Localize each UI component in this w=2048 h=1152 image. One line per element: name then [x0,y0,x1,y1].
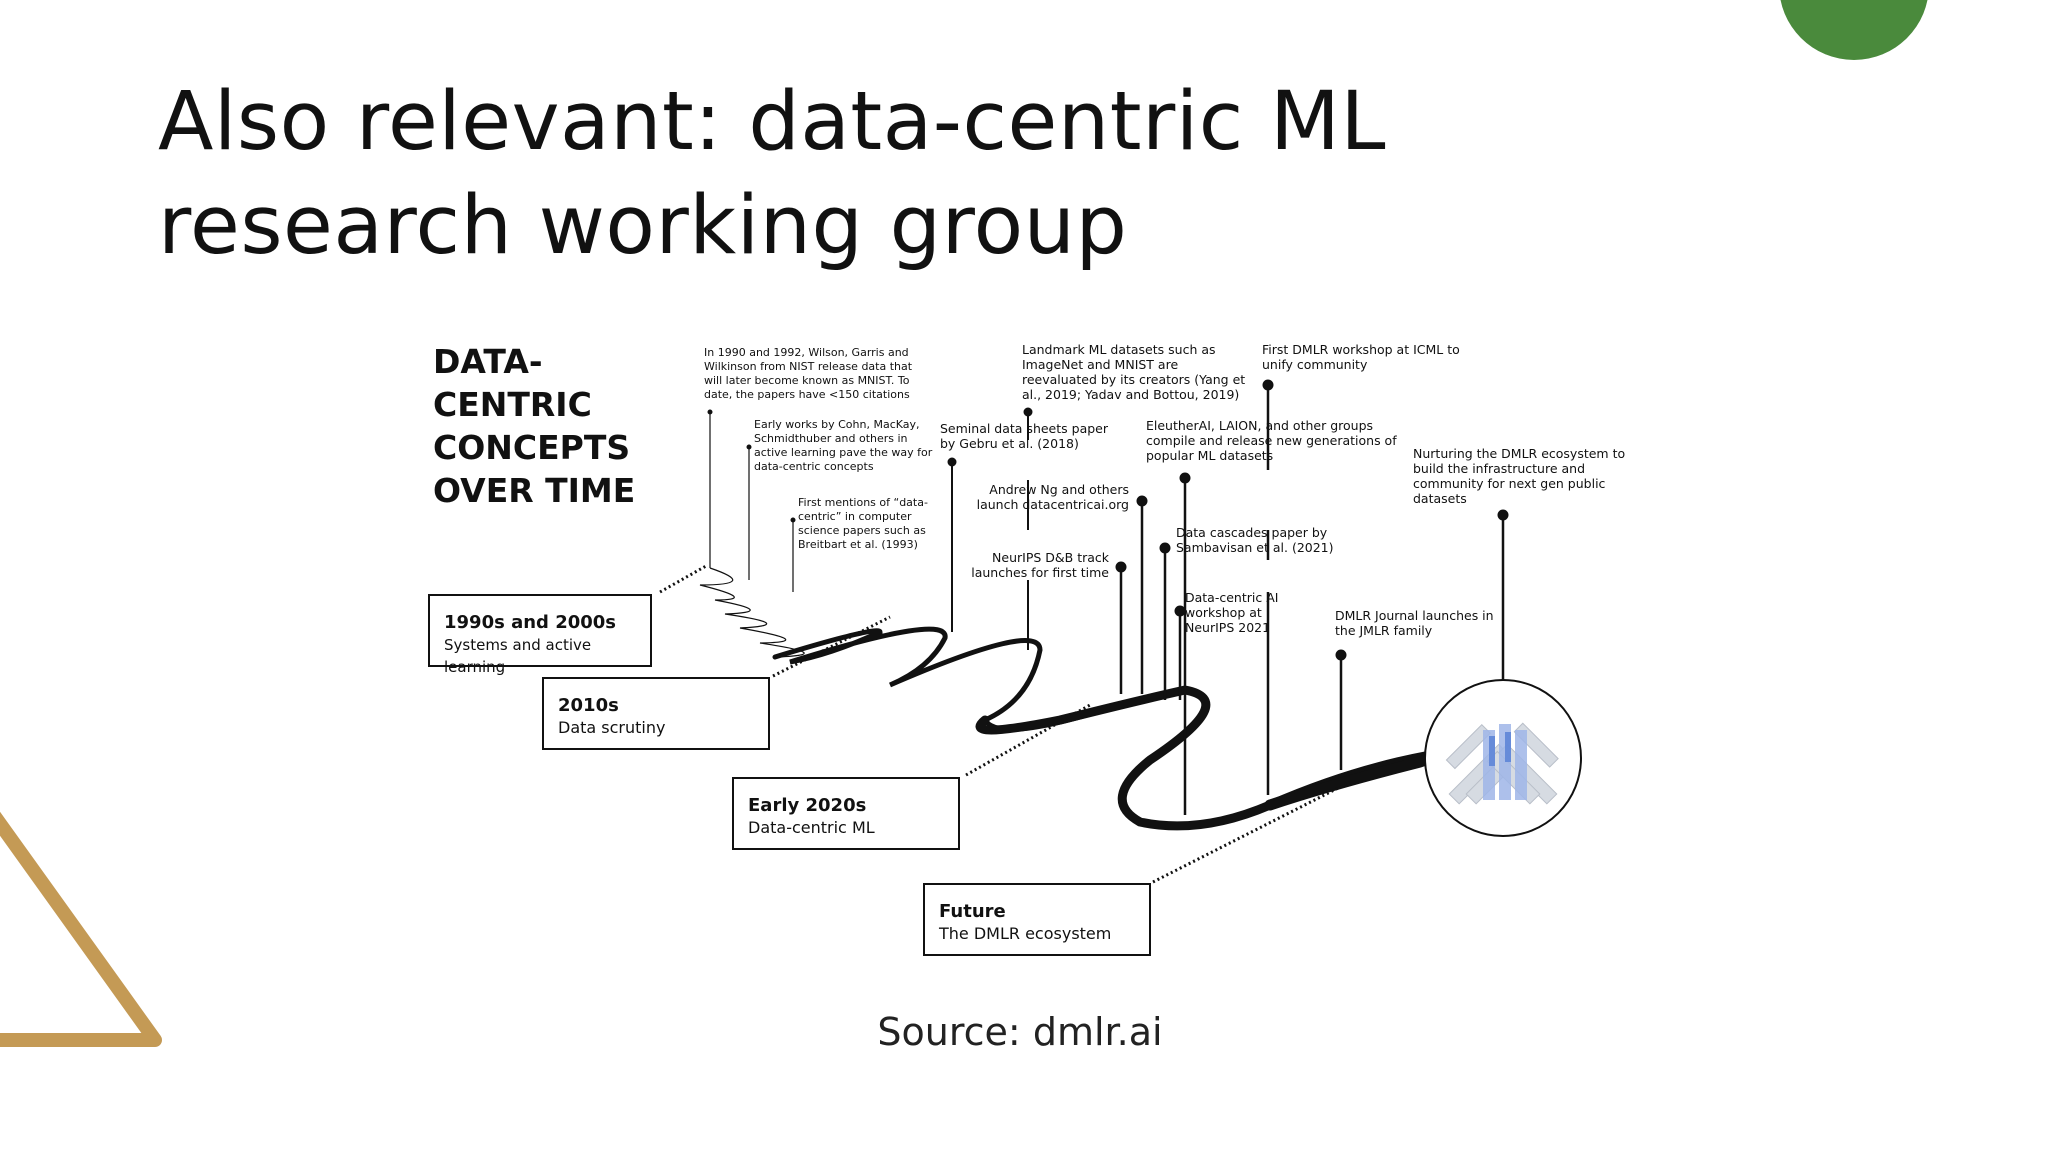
event-label: Andrew Ng and others launch datacentrica… [976,482,1129,512]
slide-title: Also relevant: data-centric ML research … [158,75,1387,273]
timeline-squiggle-1990s [699,567,805,658]
era-subtitle: Data scrutiny [558,718,666,737]
gold-triangle-decoration [0,811,162,1047]
event-label: Early works by Cohn, MacKay, Schmidthube… [754,418,933,473]
era-box-future: Future The DMLR ecosystem [923,883,1151,956]
era-subtitle: Systems and active learning [444,636,592,676]
connector-early-2020s [965,703,1091,777]
event-label: NeurIPS D&B track launches for first tim… [971,550,1109,580]
connector-2010s [772,615,891,678]
connector-1990s [659,564,707,594]
era-title: Future [939,901,1006,922]
event-label: Data cascades paper by Sambavisan et al.… [1176,525,1334,555]
era-box-1990s: 1990s and 2000s Systems and active learn… [428,594,652,676]
event-label: Landmark ML datasets such as ImageNet an… [1022,342,1246,402]
era-subtitle: The DMLR ecosystem [939,924,1112,943]
era-title: 2010s [558,695,619,716]
diagram-heading: DATA-CENTRIC CONCEPTS OVER TIME [433,342,636,510]
event-label: First mentions of “data-centric” in comp… [798,496,928,551]
source-caption: Source: dmlr.ai [877,1010,1163,1054]
timeline-curve-future [1264,752,1438,811]
event-label: Data-centric AI workshop at NeurIPS 2021 [1185,590,1279,635]
event-label: Seminal data sheets paper by Gebru et al… [940,421,1108,451]
era-box-early-2020s: Early 2020s Data-centric ML [732,777,960,850]
event-label: EleutherAI, LAION, and other groups comp… [1146,418,1397,463]
event-label: First DMLR workshop at ICML to unify com… [1262,342,1460,372]
era-title: Early 2020s [748,795,867,816]
era-title: 1990s and 2000s [444,612,617,633]
era-subtitle: Data-centric ML [748,818,875,837]
dmlr-logo-icon [1424,679,1582,837]
event-label: In 1990 and 1992, Wilson, Garris and Wil… [704,346,913,401]
event-label: DMLR Journal launches in the JMLR family [1335,608,1494,638]
event-label: Nurturing the DMLR ecosystem to build th… [1413,446,1626,506]
timeline-curve-2020s [975,685,1435,831]
connector-future [1152,780,1351,884]
era-box-2010s: 2010s Data scrutiny [542,677,770,750]
